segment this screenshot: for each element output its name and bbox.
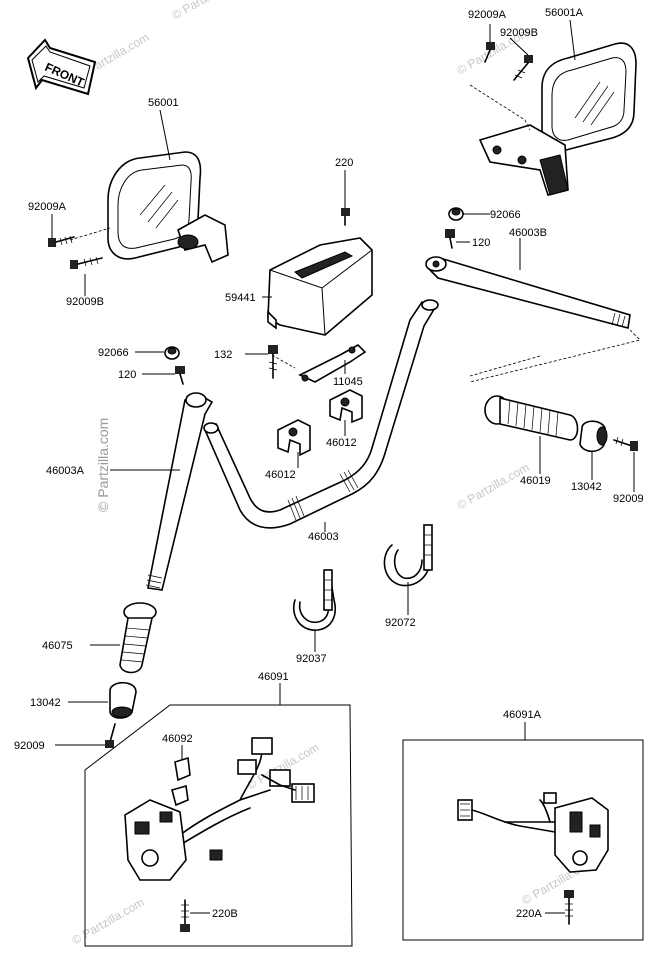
label-46003: 46003: [308, 531, 339, 543]
label-92066-left: 92066: [98, 347, 129, 359]
box-46091: [84, 704, 353, 947]
label-13042-left: 13042: [30, 697, 61, 709]
cap-92066-left: [164, 346, 180, 360]
handlebar-46003: [203, 299, 439, 529]
watermark-top-center: © Partzilla.com: [170, 0, 247, 23]
switch-46091A: [457, 792, 609, 873]
label-92072: 92072: [385, 617, 416, 629]
handle-46003B: [425, 256, 631, 329]
screw-220A: [564, 890, 574, 925]
switch-46091: [124, 737, 315, 881]
handle-46003A: [145, 392, 214, 591]
part-labels: 56001 56001A 92009A 92009B 92009A 92009B…: [14, 7, 644, 920]
bracket-11045: [298, 344, 367, 383]
bolt-92009A-right: [484, 42, 495, 63]
label-46003A: 46003A: [46, 465, 85, 477]
label-92009-left: 92009: [14, 740, 45, 752]
label-92009A-right: 92009A: [468, 9, 507, 21]
label-120-left: 120: [118, 369, 136, 381]
label-11045: 11045: [333, 376, 363, 388]
label-56001A: 56001A: [545, 7, 584, 19]
screw-220B: [180, 899, 190, 932]
label-46075: 46075: [42, 640, 73, 652]
label-46019: 46019: [520, 475, 551, 487]
box-46091A: [402, 739, 644, 941]
label-46092: 46092: [162, 733, 193, 745]
bolt-92009A-left: [48, 235, 75, 247]
label-220A: 220A: [516, 908, 542, 920]
label-13042-right: 13042: [571, 481, 602, 493]
mirror-left: [107, 151, 229, 264]
bolt-120-left: [175, 366, 185, 385]
cap-92066-right: [448, 207, 464, 221]
grip-46075: [119, 602, 157, 674]
label-92009B-right: 92009B: [500, 27, 538, 39]
label-132: 132: [214, 349, 232, 361]
bolt-132: [268, 345, 278, 379]
holder-46012-right: [329, 389, 363, 424]
weight-13042-right: [579, 420, 608, 453]
grip-46019: [484, 395, 579, 441]
label-92066-right: 92066: [490, 209, 521, 221]
clamp-92072: [383, 524, 433, 587]
label-56001: 56001: [148, 97, 179, 109]
cover-59441: [267, 237, 373, 336]
label-220B: 220B: [212, 908, 238, 920]
label-59441: 59441: [225, 292, 256, 304]
bolt-92009-right: [613, 436, 638, 451]
label-46003B: 46003B: [509, 227, 547, 239]
label-46091: 46091: [258, 671, 289, 683]
weight-13042-left: [109, 681, 137, 719]
label-92037: 92037: [296, 653, 327, 665]
leader-lines: [51, 19, 635, 914]
label-92009-right: 92009: [613, 493, 644, 505]
clamp-92037: [293, 569, 336, 631]
bolt-92009B-left: [70, 256, 103, 269]
label-92009A-left: 92009A: [28, 201, 67, 213]
label-92009B-left: 92009B: [66, 296, 104, 308]
watermark-vertical: © Partzilla.com: [95, 418, 111, 512]
mirror-right: [478, 42, 637, 196]
screw-220: [341, 208, 350, 226]
bolt-92009-left: [105, 723, 116, 748]
label-46012-right: 46012: [326, 437, 357, 449]
label-46091A: 46091A: [503, 709, 542, 721]
part-46092: [171, 756, 191, 807]
bolt-120-right: [445, 229, 455, 249]
bolt-92009B-right: [513, 55, 533, 81]
front-arrow-icon: FRONT: [26, 38, 97, 96]
label-46012-left: 46012: [265, 469, 296, 481]
label-120-right: 120: [472, 237, 490, 249]
label-220: 220: [335, 157, 353, 169]
watermark-bottom-left: © Partzilla.com: [70, 895, 147, 948]
holder-46012-left: [277, 419, 311, 457]
